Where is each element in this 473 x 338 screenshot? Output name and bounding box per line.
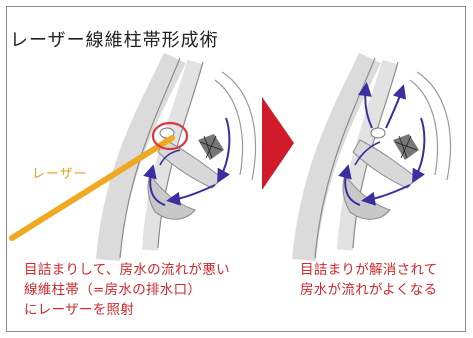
laser-label: レーザー (32, 167, 88, 182)
caption-after-line: 房水が流れがよくなる (300, 282, 438, 298)
caption-before-line: 目詰まりして、房水の流れが悪い (24, 262, 230, 278)
caption-after-line: 目詰まりが解消されて (300, 262, 438, 278)
eye-after (292, 52, 452, 262)
diagram-title: レーザー線維柱帯形成術 (10, 30, 219, 51)
caption-after: 目詰まりが解消されて 房水が流れがよくなる (300, 260, 438, 300)
transition-arrow (262, 97, 294, 190)
caption-before-line: 線維柱帯（=房水の排水口） (24, 282, 202, 298)
target-circle (151, 121, 189, 151)
caption-before-line: にレーザーを照射 (24, 302, 135, 318)
eye-before (9, 52, 257, 261)
caption-before: 目詰まりして、房水の流れが悪い 線維柱帯（=房水の排水口） にレーザーを照射 (24, 260, 230, 320)
laser-beam (9, 135, 175, 241)
